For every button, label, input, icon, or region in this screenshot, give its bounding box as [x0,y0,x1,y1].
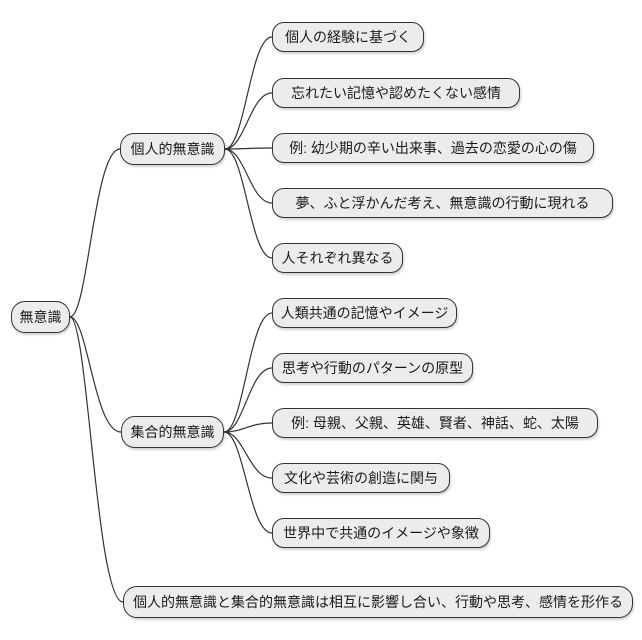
edge-collective-child-2 [223,367,273,433]
node-personal-child-1: 個人の経験に基づく [272,22,424,52]
node-collective-child-3: 例: 母親、父親、英雄、賢者、神話、蛇、太陽 [272,408,598,438]
node-personal-child-5: 人それぞれ異なる [272,243,403,273]
node-summary: 個人的無意識と集合的無意識は相互に影響し合い、行動や思考、感情を形作る [123,586,633,618]
edge-collective-child-4 [223,431,273,479]
node-collective-child-4: 文化や芸術の創造に関与 [272,463,450,493]
node-personal-child-4: 夢、ふと浮かんだ考え、無意識の行動に現れる [272,188,613,218]
node-collective-child-2: 思考や行動のパターンの原型 [272,353,473,383]
node-collective-child-5: 世界中で共通のイメージや象徴 [272,518,490,548]
edge-root-personal [69,148,121,318]
edge-personal-child-4 [224,148,273,204]
edge-root-collective [69,316,122,433]
node-collective-child-1: 人類共通の記憶やイメージ [272,298,457,328]
edge-personal-child-5 [224,148,273,259]
node-personal-child-3: 例: 幼少期の辛い出来事、過去の恋愛の心の傷 [272,133,594,163]
edge-personal-child-3 [224,147,273,150]
edge-collective-child-1 [223,312,273,433]
node-personal-unconscious: 個人的無意識 [120,133,225,165]
node-root: 無意識 [11,301,70,333]
node-personal-child-2: 忘れたい記憶や認めたくない感情 [272,78,520,108]
edge-collective-child-5 [223,431,273,534]
edge-personal-child-2 [224,92,273,150]
edge-root-summary [69,316,124,603]
edge-personal-child-1 [224,36,273,150]
edge-collective-child-3 [223,422,273,433]
node-collective-unconscious: 集合的無意識 [121,416,224,448]
